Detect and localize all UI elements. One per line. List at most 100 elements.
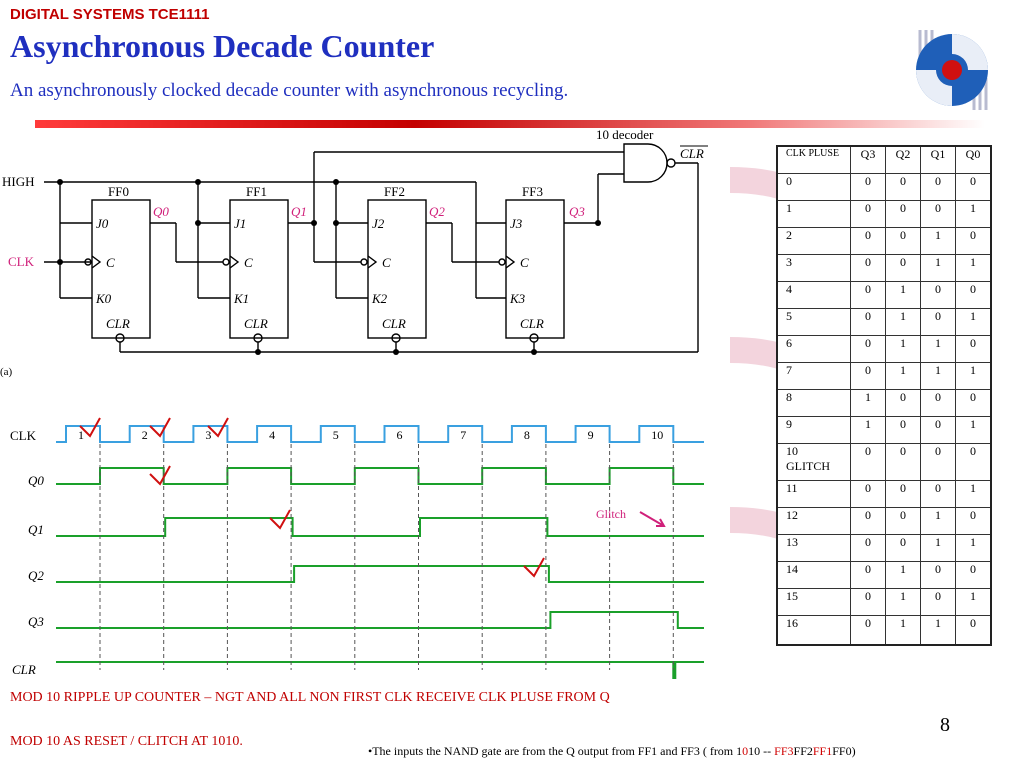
clock-pulse-label: 1	[78, 428, 84, 442]
truth-cell-q: 1	[885, 280, 921, 309]
ff0-clr: CLR	[106, 316, 130, 331]
clk-input-label: CLK	[8, 254, 35, 269]
clock-pulse-label: 10	[651, 428, 663, 442]
ff0-q: Q0	[153, 204, 169, 219]
truth-cell-q: 1	[955, 361, 992, 390]
ff1-c: C	[244, 255, 253, 270]
truth-cell-q: 0	[955, 614, 992, 646]
truth-cell-clk: 6	[776, 334, 851, 363]
truth-cell-q: 0	[850, 253, 886, 282]
footnote-bit-0: 0	[754, 744, 761, 758]
truth-cell-q: 0	[850, 506, 886, 535]
edge-check-mark	[149, 417, 171, 438]
truth-cell-q: 0	[850, 226, 886, 255]
timing-label-clr: CLR	[12, 662, 36, 677]
clock-pulse-label: 8	[524, 428, 530, 442]
truth-cell-clk: 9	[776, 415, 851, 444]
clock-pulse-label: 6	[397, 428, 403, 442]
footnote: •The inputs the NAND gate are from the Q…	[368, 744, 856, 759]
ff1-k: K1	[233, 291, 249, 306]
slide-subtitle: An asynchronously clocked decade counter…	[10, 80, 569, 101]
ff3-q: Q3	[569, 204, 585, 219]
truth-cell-q: 1	[955, 253, 992, 282]
truth-cell-q: 0	[885, 388, 921, 417]
truth-cell-q: 0	[850, 172, 886, 201]
truth-cell-q: 0	[920, 442, 956, 481]
truth-cell-q: 0	[850, 280, 886, 309]
truth-cell-q: 1	[955, 533, 992, 562]
clr-output-label: CLR	[680, 146, 704, 161]
clock-pulse-label: 9	[588, 428, 594, 442]
edge-check-mark	[149, 465, 171, 486]
truth-cell-q: 0	[920, 172, 956, 201]
truth-cell-q: 1	[850, 388, 886, 417]
footnote-suffix: )	[851, 744, 856, 758]
truth-cell-q: 0	[920, 199, 956, 228]
truth-cell-q: 0	[850, 334, 886, 363]
ff2-label: FF2	[384, 184, 405, 199]
truth-cell-q: 0	[955, 226, 992, 255]
ff0-label: FF0	[108, 184, 129, 199]
glitch-label: Glitch	[596, 507, 626, 521]
ff3-clr: CLR	[520, 316, 544, 331]
footnote-ff3: FF3	[774, 744, 794, 758]
q3-waveform	[56, 611, 704, 629]
ff1-label: FF1	[246, 184, 267, 199]
glitch-arrow	[639, 511, 666, 527]
timing-label-q0: Q0	[28, 473, 44, 488]
clock-pulse-label: 4	[269, 428, 275, 442]
truth-cell-q: 1	[885, 307, 921, 336]
truth-cell-q: 1	[920, 506, 956, 535]
university-logo	[904, 22, 1000, 118]
truth-cell-q: 0	[955, 280, 992, 309]
truth-cell-clk: 1	[776, 199, 851, 228]
clock-pulse-label: 7	[460, 428, 466, 442]
clock-waveform	[56, 425, 704, 443]
header-q2: Q2	[885, 145, 921, 174]
timing-label-q1: Q1	[28, 522, 44, 537]
truth-cell-q: 0	[955, 506, 992, 535]
truth-cell-q: 0	[920, 479, 956, 508]
truth-cell-q: 0	[885, 226, 921, 255]
timing-label-q3: Q3	[28, 614, 44, 629]
truth-cell-q: 1	[920, 253, 956, 282]
truth-cell-clk: 11	[776, 479, 851, 508]
ff1-j: J1	[234, 216, 246, 231]
ff0-k: K0	[95, 291, 112, 306]
truth-cell-q: 1	[885, 334, 921, 363]
truth-cell-clk: 3	[776, 253, 851, 282]
footnote-ff1: FF1	[812, 744, 833, 758]
ff0-j: J0	[96, 216, 109, 231]
course-label: DIGITAL SYSTEMS TCE1111	[10, 6, 210, 23]
clock-pulse-label: 2	[142, 428, 148, 442]
truth-cell-q: 0	[885, 479, 921, 508]
edge-check-mark	[79, 417, 101, 438]
header-q3: Q3	[850, 145, 886, 174]
title-divider	[35, 120, 985, 128]
edge-check-mark	[269, 509, 291, 530]
header-clk: CLK PLUSE	[776, 145, 851, 174]
truth-cell-q: 0	[850, 479, 886, 508]
truth-cell-q: 1	[920, 614, 956, 646]
footnote-sep: --	[760, 744, 775, 758]
truth-cell-q: 1	[955, 415, 992, 444]
q2-waveform	[56, 565, 704, 583]
truth-cell-clk: 13	[776, 533, 851, 562]
truth-cell-clk: 4	[776, 280, 851, 309]
page-number: 8	[940, 714, 950, 736]
truth-cell-q: 0	[920, 560, 956, 589]
note-ripple-counter: MOD 10 RIPPLE UP COUNTER – NGT AND ALL N…	[10, 690, 610, 705]
edge-check-mark	[523, 557, 545, 578]
truth-cell-q: 0	[850, 307, 886, 336]
truth-cell-q: 1	[920, 334, 956, 363]
truth-cell-clk: 8	[776, 388, 851, 417]
footnote-bit-1: 1	[748, 744, 755, 758]
timing-label-q2: Q2	[28, 568, 44, 583]
edge-check-mark	[207, 417, 229, 438]
